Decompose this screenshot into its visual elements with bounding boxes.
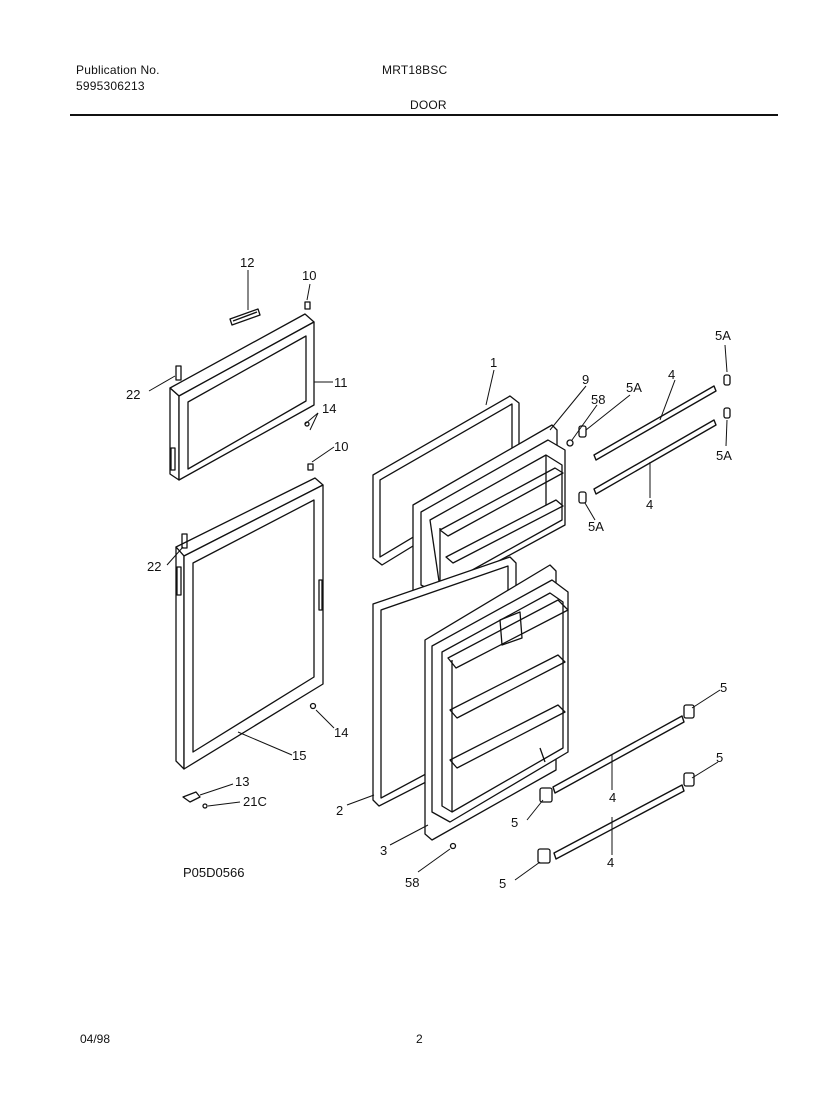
callout-5: 5 bbox=[499, 876, 506, 891]
freezer-door-panel-part bbox=[169, 313, 315, 481]
footer-date: 04/98 bbox=[80, 1032, 111, 1046]
callout-4: 4 bbox=[609, 790, 616, 805]
callout-10: 10 bbox=[302, 268, 316, 283]
callout-1: 1 bbox=[490, 355, 497, 370]
page-number: 2 bbox=[416, 1032, 423, 1046]
callout-4: 4 bbox=[646, 497, 653, 512]
callout-labels: 1 2 3 4 4 4 4 5 5 5 5 5A 5A 5A 5A 9 10 1… bbox=[126, 255, 732, 891]
callout-3: 3 bbox=[380, 843, 387, 858]
model-number: MRT18BSC bbox=[382, 63, 448, 77]
publication-number: 5995306213 bbox=[76, 79, 145, 93]
section-title: DOOR bbox=[410, 98, 447, 112]
callout-13: 13 bbox=[235, 774, 249, 789]
leader-lines bbox=[148, 270, 728, 881]
callout-5a: 5A bbox=[588, 519, 604, 534]
callout-5a: 5A bbox=[716, 448, 732, 463]
callout-9: 9 bbox=[582, 372, 589, 387]
callout-58: 58 bbox=[405, 875, 419, 890]
fresh-food-door-liner-part bbox=[424, 564, 569, 841]
callout-10: 10 bbox=[334, 439, 348, 454]
callout-22: 22 bbox=[147, 559, 161, 574]
callout-5: 5 bbox=[716, 750, 723, 765]
callout-14: 14 bbox=[334, 725, 348, 740]
callout-12: 12 bbox=[240, 255, 254, 270]
callout-58: 58 bbox=[591, 392, 605, 407]
label-plate-part bbox=[229, 308, 261, 326]
freezer-door-liner-part bbox=[412, 424, 566, 599]
callout-5a: 5A bbox=[715, 328, 731, 343]
callout-5: 5 bbox=[720, 680, 727, 695]
diagram-code: P05D0566 bbox=[183, 865, 244, 880]
callout-11: 11 bbox=[334, 375, 348, 390]
fresh-food-door-panel-part bbox=[175, 477, 324, 770]
callout-5a: 5A bbox=[626, 380, 642, 395]
callout-4: 4 bbox=[668, 367, 675, 382]
callout-5: 5 bbox=[511, 815, 518, 830]
publication-label: Publication No. bbox=[76, 63, 160, 77]
callout-21c: 21C bbox=[243, 794, 267, 809]
header-rule bbox=[70, 114, 778, 116]
callout-22: 22 bbox=[126, 387, 140, 402]
callout-2: 2 bbox=[336, 803, 343, 818]
rail-end-bracket-part bbox=[537, 704, 695, 864]
rail-cap-5a-part bbox=[578, 374, 731, 504]
callout-4: 4 bbox=[607, 855, 614, 870]
hinge-cover-part bbox=[182, 791, 208, 809]
callout-14: 14 bbox=[322, 401, 336, 416]
shelf-rail-part bbox=[552, 385, 717, 860]
callout-15: 15 bbox=[292, 748, 306, 763]
